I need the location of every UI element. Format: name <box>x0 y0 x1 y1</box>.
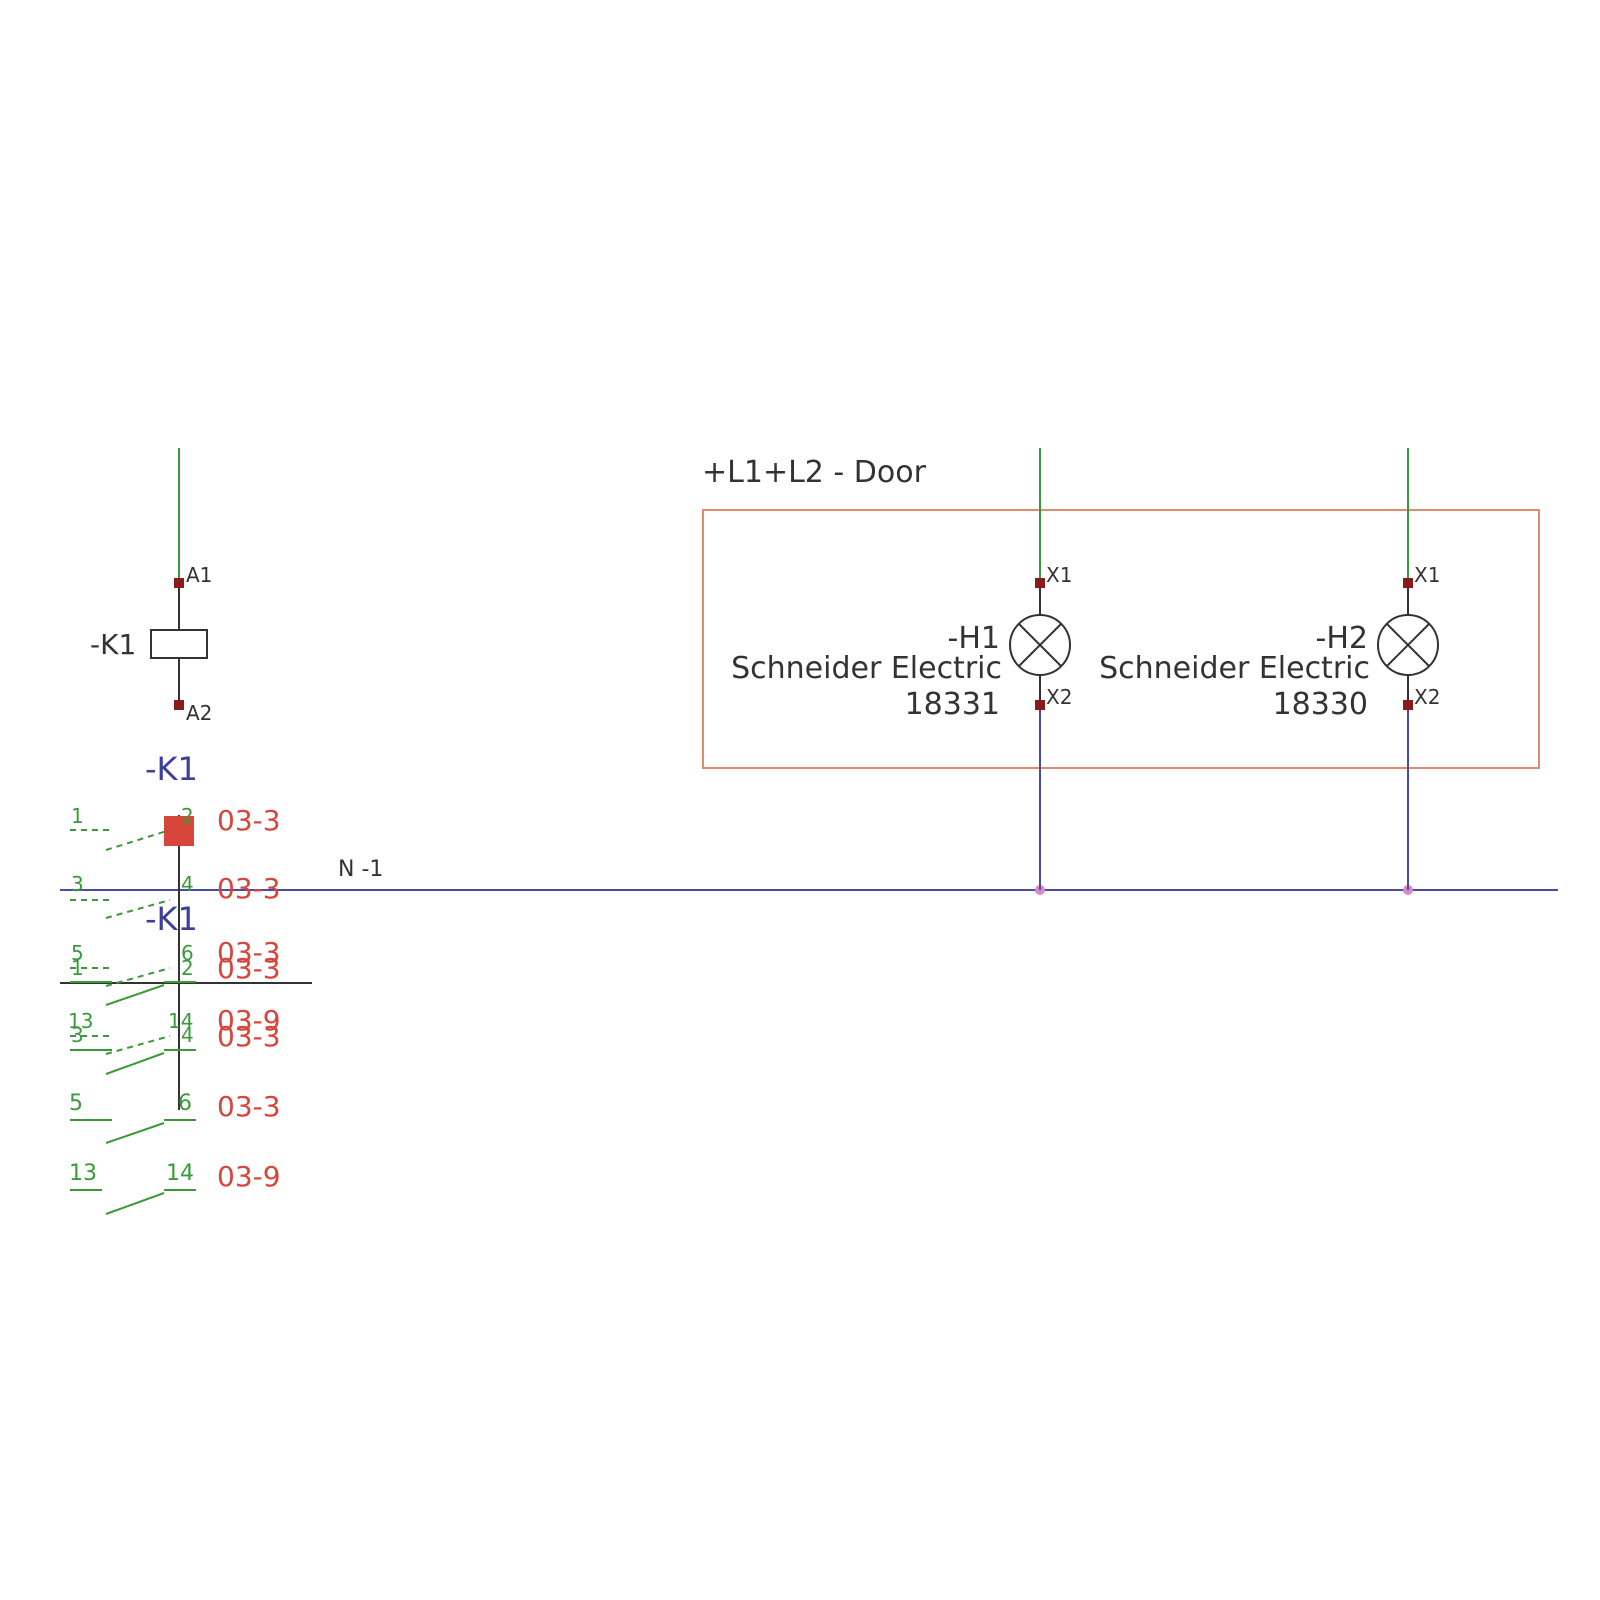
terminal-a1 <box>174 578 184 588</box>
selected-contact-marker <box>164 816 194 846</box>
terminal-x2 <box>1403 700 1413 710</box>
terminal-x1 <box>1035 578 1045 588</box>
terminal-a2 <box>174 700 184 710</box>
contact-terminal-left: 1 <box>71 804 84 828</box>
contact-terminal-left: 5 <box>69 1091 83 1116</box>
lamp-manufacturer: Schneider Electric <box>731 651 1002 686</box>
location-box-frame <box>702 509 1540 769</box>
contact-xref[interactable]: 03-3 <box>217 952 281 985</box>
contact-terminal-right: 14 <box>166 1161 194 1186</box>
contact-terminal-right: 4 <box>181 1023 194 1047</box>
contact-terminal-left: 3 <box>71 1023 84 1047</box>
contact-row[interactable]: 1 2 03-3 <box>70 804 281 851</box>
contact-terminal-right: 4 <box>181 872 194 896</box>
coil-k1[interactable]: A1 A2 -K1 <box>90 448 212 725</box>
contact-terminal-right: 6 <box>178 1091 192 1116</box>
contact-terminal-right: 2 <box>181 804 194 828</box>
contact-xref[interactable]: 03-3 <box>217 936 281 969</box>
contact-terminal-left: 13 <box>69 1161 97 1186</box>
contact-terminal-right: 14 <box>168 1009 193 1033</box>
terminal-x1-label: X1 <box>1414 563 1440 587</box>
contact-terminal-right: 2 <box>181 956 194 980</box>
contact-blade <box>105 1122 165 1144</box>
contact-blade <box>105 899 171 919</box>
contact-row[interactable]: 3 4 03-3 <box>70 872 281 919</box>
contact-row[interactable]: 5 6 03-3 <box>69 1090 281 1144</box>
contact-blade <box>105 829 171 851</box>
contact-row[interactable]: 3 4 03-3 <box>70 1020 281 1075</box>
terminal-a2-label: A2 <box>186 701 212 725</box>
lamp-h2[interactable]: X1 X2 -H2 Schneider Electric 18330 <box>1099 448 1440 890</box>
contact-xref[interactable]: 03-9 <box>217 1160 281 1193</box>
lamp-part-number: 18331 <box>905 687 1000 722</box>
contact-row[interactable]: 13 14 03-9 <box>69 1160 281 1215</box>
location-label: +L1+L2 - Door <box>702 455 927 490</box>
contact-terminal-left: 13 <box>68 1009 93 1033</box>
contact-xref[interactable]: 03-9 <box>217 1004 281 1037</box>
contact-xref[interactable]: 03-3 <box>217 804 281 837</box>
terminal-x1-label: X1 <box>1046 563 1072 587</box>
contact-blade <box>105 1052 165 1075</box>
neutral-rail[interactable]: N -1 <box>60 857 1558 895</box>
lamp-part-number: 18330 <box>1273 687 1368 722</box>
location-door[interactable]: +L1+L2 - Door <box>702 455 1540 769</box>
terminal-x2-label: X2 <box>1414 685 1440 709</box>
coil-symbol <box>150 629 208 659</box>
lamp-h1[interactable]: X1 X2 -H1 Schneider Electric 18331 <box>731 448 1072 890</box>
contact-tag-upper: -K1 <box>145 750 198 788</box>
terminal-x2-label: X2 <box>1046 685 1072 709</box>
net-label: N -1 <box>338 857 383 882</box>
contact-mirror[interactable]: -K1 -K1 1 2 03-3 3 4 03-3 5 6 03-3 13 14 <box>60 750 312 1215</box>
contact-blade <box>105 1192 165 1215</box>
lamp-tag: -H2 <box>1316 621 1368 656</box>
terminal-x2 <box>1035 700 1045 710</box>
contact-terminal-left: 1 <box>71 956 84 980</box>
lamp-icon <box>1009 614 1071 676</box>
coil-tag: -K1 <box>90 628 136 661</box>
contact-blade <box>105 967 171 987</box>
contact-row[interactable]: 1 2 03-3 <box>70 952 281 1006</box>
terminal-x1 <box>1403 578 1413 588</box>
contact-terminal-left: 3 <box>71 872 84 896</box>
contact-blade <box>105 1035 171 1055</box>
contact-xref[interactable]: 03-3 <box>217 1020 281 1053</box>
contact-blade <box>105 984 165 1006</box>
contact-terminal-left: 5 <box>71 941 84 965</box>
contact-terminal-right: 6 <box>181 941 194 965</box>
terminal-a1-label: A1 <box>186 563 212 587</box>
lamp-icon <box>1377 614 1439 676</box>
contact-xref[interactable]: 03-3 <box>217 872 281 905</box>
lamp-manufacturer: Schneider Electric <box>1099 651 1370 686</box>
contact-xref[interactable]: 03-3 <box>217 1090 281 1123</box>
lamp-tag: -H1 <box>948 621 1000 656</box>
contact-row[interactable]: 5 6 03-3 <box>70 936 281 987</box>
contact-row[interactable]: 13 14 03-9 <box>68 1004 281 1055</box>
contact-tag-lower: -K1 <box>145 900 198 938</box>
